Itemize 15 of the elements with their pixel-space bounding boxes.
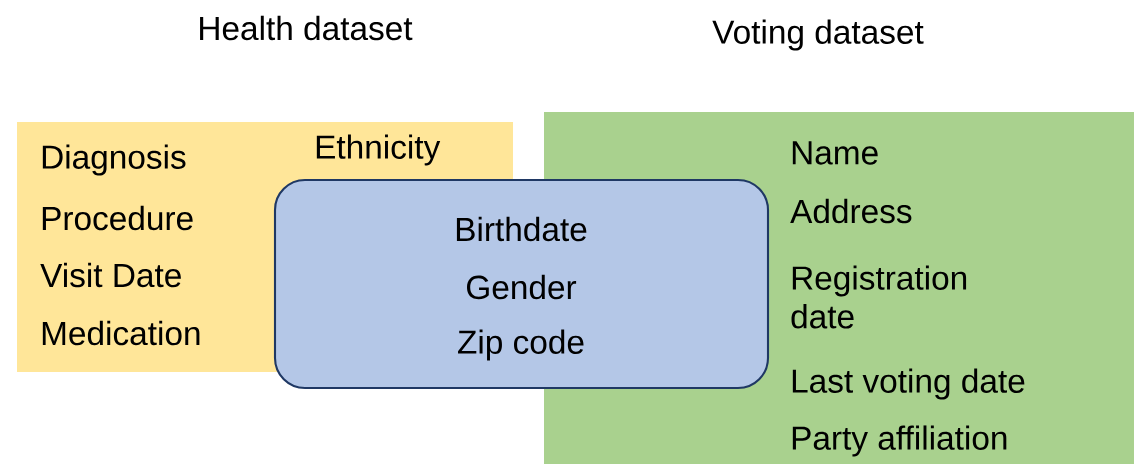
item-text: Visit Date [40,262,181,288]
item-text: Zip code [458,329,584,361]
item-text: Diagnosis [42,144,186,176]
heading: Voting dataset [712,19,924,51]
item-text: Address [790,198,912,224]
item-text: Party affiliation [792,425,1007,457]
item-text: Name [792,141,878,165]
heading: Health dataset [200,15,413,41]
item-text: Birthdate [456,216,587,242]
item-text: Ethnicity [316,134,441,166]
item-text: Registration date [791,265,967,329]
item-text: Medication [42,320,200,346]
item-text: Gender [467,274,577,300]
item-text: Procedure [42,205,193,231]
item-text: Last voting date [792,368,1025,400]
